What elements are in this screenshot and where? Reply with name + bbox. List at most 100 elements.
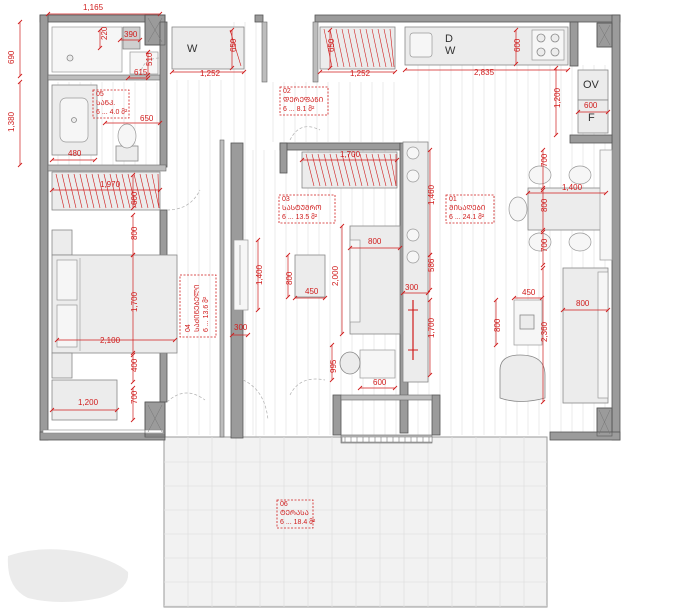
closet-hatch — [347, 153, 357, 187]
closet-hatch — [151, 173, 160, 209]
terrace-door-swing — [166, 392, 206, 403]
tag-03-name: ᲡᲐᲡᲢᲣᲛᲠᲝ — [282, 204, 322, 212]
dimension-tick — [130, 252, 136, 258]
tag-06-name: ᲢᲔᲠᲐᲡᲐ — [280, 509, 309, 517]
dimension-tick — [157, 11, 163, 17]
dimension-tick — [17, 19, 23, 25]
closet-hatch — [353, 28, 363, 68]
dimension-tick — [397, 245, 403, 251]
dishwasher-label-2: W — [445, 45, 456, 57]
dimension-tick — [329, 342, 335, 348]
tag-06-area: 6 ... 18.4 მ² — [280, 518, 316, 526]
dim-bath-top-a: 220 — [100, 26, 109, 40]
room-tag-02[interactable]: 02 ᲓᲔᲠᲔᲤᲐᲜᲘ 6 ... 8.1 მ² — [279, 86, 329, 116]
dim-table-h: 800 — [285, 271, 294, 285]
closet-hatch — [127, 173, 137, 209]
bedroom-desk[interactable] — [51, 379, 118, 421]
closet-hatch — [73, 173, 83, 209]
shower-tray — [51, 26, 123, 73]
side-table[interactable] — [294, 254, 326, 298]
dimension-tick — [255, 307, 261, 313]
dimension-tick — [97, 27, 103, 33]
dimension-tick — [292, 295, 298, 301]
closet-hatch — [139, 173, 149, 209]
dimension-tick — [45, 11, 51, 17]
faucet — [71, 117, 77, 123]
dim-wardrobe2-w: 650 — [327, 38, 336, 52]
corridor-console[interactable] — [233, 239, 249, 311]
dimension-tick — [285, 252, 291, 258]
dimension-tick — [427, 372, 433, 378]
fridge-label: F — [588, 112, 595, 124]
dimension-tick — [339, 331, 345, 337]
bedroom-closet[interactable] — [51, 171, 161, 211]
desk[interactable] — [359, 349, 396, 379]
closet-hatch — [341, 28, 351, 68]
room-tag-04[interactable]: 04 ᲡᲐᲫᲘᲜᲔᲑᲔᲚᲘ 6 ... 13.6 მ² — [179, 274, 217, 338]
tag-02-num: 02 — [283, 88, 291, 95]
closet-hatch — [97, 173, 107, 209]
dim-dining-w: 800 — [540, 198, 549, 212]
room-tag-05[interactable]: 05 ᲡᲐᲜᲙ. 6 ... 4.0 მ² — [92, 89, 130, 119]
dimension-tick — [565, 67, 571, 73]
fridge-unit[interactable] — [577, 99, 609, 134]
closet-hatch — [353, 153, 363, 187]
room-tag-06[interactable]: 06 ᲢᲔᲠᲐᲡᲐ 6 ... 18.4 მ² — [276, 499, 316, 529]
dimension-tick — [540, 399, 546, 405]
closet-hatch — [389, 153, 397, 187]
dimension-tick — [49, 187, 55, 193]
dimension-labels: 1,165 220 390 690 510 615 1,380 650 480 … — [7, 3, 598, 407]
dimension-tick — [553, 65, 559, 71]
dimension-tick — [493, 297, 499, 303]
room-tag-01[interactable]: 01 ᲛᲘᲡᲐᲦᲔᲑᲘ 6 ... 24.1 მ² — [445, 194, 495, 224]
closet-hatch — [371, 153, 381, 187]
tag-01-name: ᲛᲘᲡᲐᲦᲔᲑᲘ — [449, 204, 485, 212]
nightstand-top — [51, 229, 73, 256]
dimension-tick — [169, 69, 175, 75]
dining-chair-2 — [568, 165, 592, 185]
dimension-tick — [605, 109, 611, 115]
tag-01-area: 6 ... 24.1 მ² — [449, 213, 485, 221]
closet-hatch — [323, 153, 333, 187]
dim-sofa-w: 800 — [368, 237, 382, 246]
living-closet[interactable] — [301, 151, 398, 189]
dining-chair-3 — [508, 196, 528, 222]
tag-05-num: 05 — [96, 91, 104, 98]
closet-hatch — [359, 153, 369, 187]
dimension-tick — [427, 297, 433, 303]
closet-hatch — [305, 153, 315, 187]
dimension-tick — [229, 332, 235, 338]
dim-bath-shaft-a: 510 — [145, 52, 154, 66]
closet-hatch — [121, 173, 131, 209]
dimension-tick — [322, 295, 328, 301]
armchair[interactable] — [499, 354, 546, 402]
wardrobe-right[interactable] — [319, 26, 396, 70]
dimension-tick — [392, 385, 398, 391]
closet-hatch — [67, 173, 77, 209]
dim-hall-closet-len: 1,700 — [340, 150, 361, 159]
dimension-tick — [145, 49, 151, 55]
dimension-tick — [560, 307, 566, 313]
room-tags: 05 ᲡᲐᲜᲙ. 6 ... 4.0 მ² 02 ᲓᲔᲠᲔᲤᲐᲜᲘ 6 ... … — [92, 86, 495, 529]
dim-bath-sink: 650 — [140, 114, 154, 123]
dining-table[interactable] — [527, 187, 607, 231]
bedroom-door-swing — [166, 189, 201, 211]
dimension-tick — [114, 407, 120, 413]
closet-hatch — [329, 153, 339, 187]
burner-3 — [536, 47, 546, 57]
dim-bath-side: 1,380 — [7, 111, 16, 132]
closet-hatch — [55, 173, 65, 209]
dimension-tick — [130, 379, 136, 385]
room-tag-03[interactable]: 03 ᲡᲐᲡᲢᲣᲛᲠᲝ 6 ... 13.5 მ² — [278, 194, 336, 224]
closet-hatch — [377, 153, 387, 187]
oven-unit[interactable] — [577, 69, 609, 101]
dimension-tick — [241, 69, 247, 75]
dim-bed-w: 2,100 — [100, 336, 121, 345]
kitchen: D W OV F — [404, 26, 609, 134]
burner-4 — [550, 47, 560, 57]
dimension-tick — [145, 72, 151, 78]
dim-bed-len: 1,700 — [130, 291, 139, 312]
tag-04-area: 6 ... 13.6 მ² — [202, 296, 210, 332]
closet-hatch — [61, 173, 71, 209]
dimension-tick — [317, 69, 323, 75]
